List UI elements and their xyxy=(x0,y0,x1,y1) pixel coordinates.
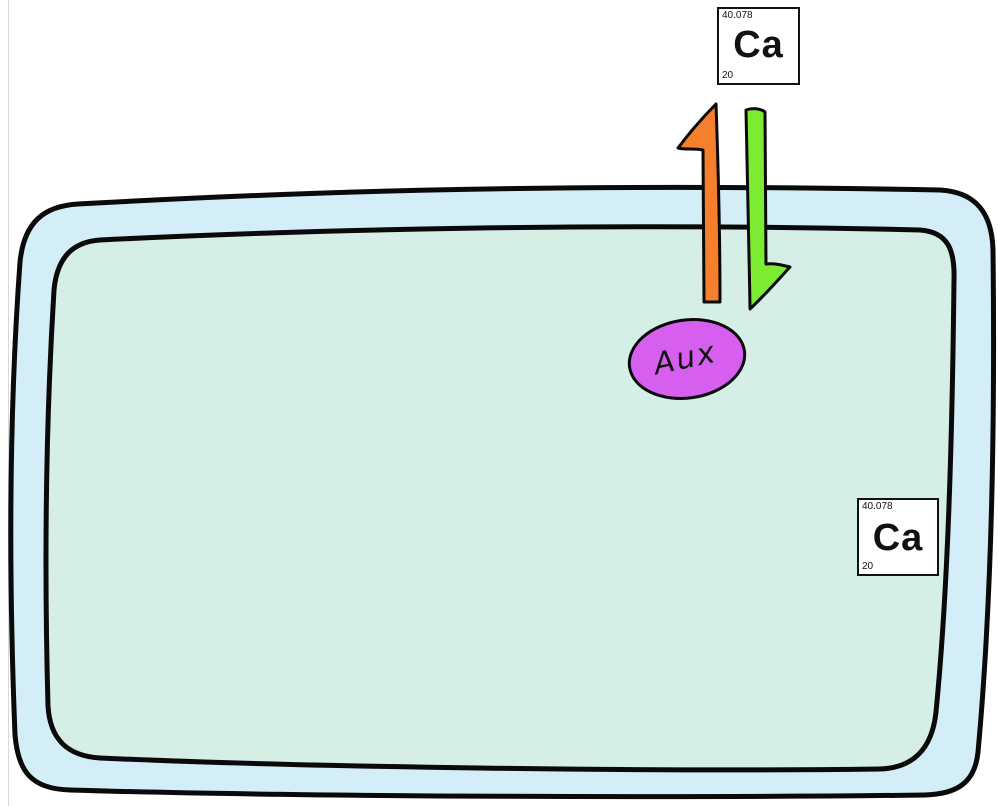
atomic-mass: 40.078 xyxy=(722,11,753,21)
element-symbol: Ca xyxy=(859,518,937,558)
atomic-mass: 40.078 xyxy=(862,502,893,512)
calcium-element-tile-inside: 40.078 Ca 20 xyxy=(857,498,939,576)
element-symbol: Ca xyxy=(719,25,798,65)
atomic-number: 20 xyxy=(722,71,733,81)
calcium-element-tile-outside: 40.078 Ca 20 xyxy=(717,7,800,85)
atomic-number: 20 xyxy=(862,562,873,572)
cytoplasm xyxy=(46,227,954,770)
